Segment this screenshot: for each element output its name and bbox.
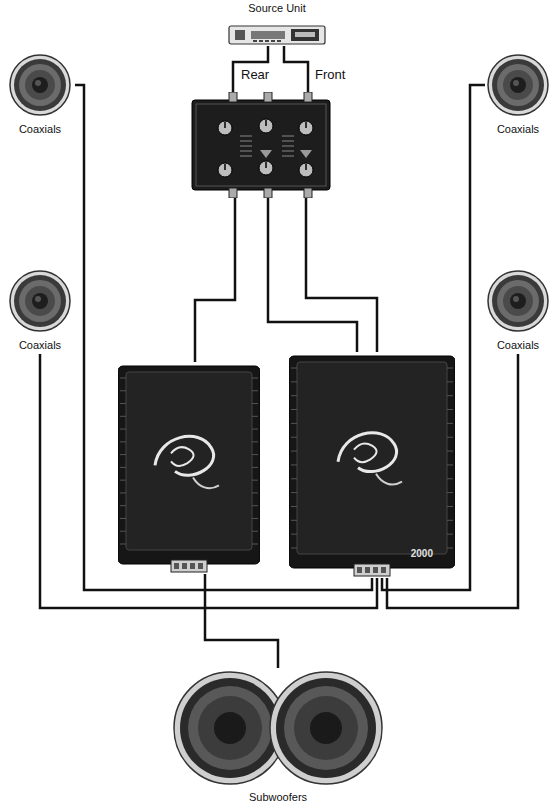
part-label: Coaxials	[497, 339, 539, 352]
xover-illustration	[190, 92, 332, 198]
amplifier	[118, 362, 260, 574]
coaxial-speaker: Coaxials	[5, 268, 75, 354]
source-unit: Source Unit	[222, 2, 332, 46]
part-label: Subwoofers	[249, 791, 307, 804]
part-label: Coaxials	[19, 339, 61, 352]
ampR-illustration	[289, 352, 455, 578]
part-label: Coaxials	[497, 123, 539, 136]
model-number: 2000	[411, 547, 433, 560]
part-label: Coaxials	[19, 123, 61, 136]
channel-label: Front	[313, 67, 347, 82]
coaxial-speaker: Coaxials	[5, 52, 75, 138]
amplifier: 2000	[289, 352, 455, 578]
speaker-wire	[195, 198, 235, 362]
speaker-wire	[306, 198, 377, 352]
channel-label: Rear	[239, 67, 271, 82]
speaker-wire	[284, 46, 308, 92]
crossover-unit	[190, 92, 332, 198]
subwoofer-pair: Subwoofers	[172, 668, 384, 806]
coaxial-speaker: Coaxials	[485, 268, 551, 354]
coaxial-speaker: Coaxials	[485, 52, 551, 138]
subs-illustration	[172, 668, 384, 806]
ampL-illustration	[118, 362, 260, 574]
speaker-wire	[205, 574, 278, 668]
part-label: Source Unit	[248, 2, 305, 15]
speaker-wire	[268, 198, 357, 352]
